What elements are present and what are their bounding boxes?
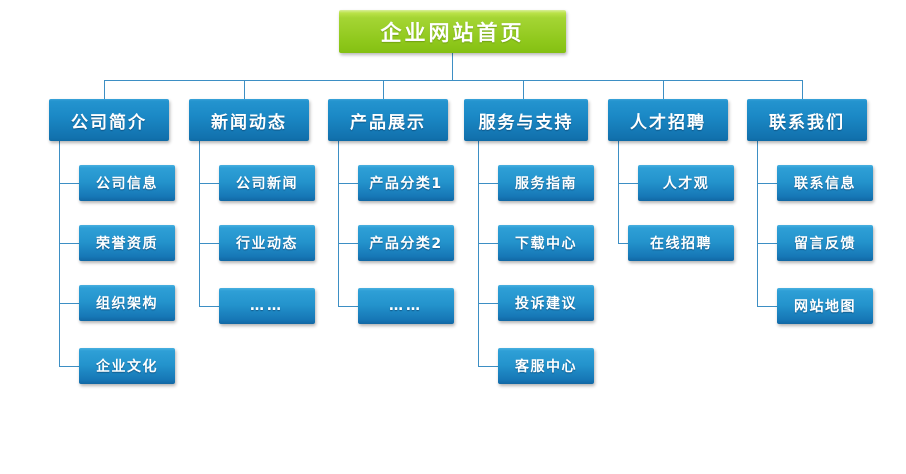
node-leaf-news-more[interactable]: …… [219, 288, 315, 324]
connector-level2-bus [104, 80, 802, 81]
connector-stub-1-2 [59, 243, 79, 244]
connector-stub-1-4 [59, 366, 79, 367]
connector-drop-6 [802, 80, 803, 100]
connector-stub-3-2 [338, 243, 358, 244]
connector-stub-1-1 [59, 183, 79, 184]
connector-spine-3 [338, 141, 339, 307]
connector-stub-6-1 [757, 183, 777, 184]
node-leaf-complaints[interactable]: 投诉建议 [498, 285, 594, 321]
connector-spine-1 [59, 141, 60, 367]
connector-drop-1 [104, 80, 105, 100]
connector-stub-6-3 [757, 306, 777, 307]
node-branch-contact[interactable]: 联系我们 [747, 99, 867, 141]
node-leaf-sitemap[interactable]: 网站地图 [777, 288, 873, 324]
connector-stub-4-3 [478, 303, 498, 304]
node-leaf-org-structure[interactable]: 组织架构 [79, 285, 175, 321]
connector-stub-4-4 [478, 366, 498, 367]
connector-spine-5 [618, 141, 619, 244]
connector-stub-2-3 [199, 306, 219, 307]
node-leaf-online-recruitment[interactable]: 在线招聘 [628, 225, 734, 261]
node-leaf-customer-service[interactable]: 客服中心 [498, 348, 594, 384]
connector-drop-4 [523, 80, 524, 100]
node-branch-news[interactable]: 新闻动态 [189, 99, 309, 141]
node-leaf-culture[interactable]: 企业文化 [79, 348, 175, 384]
connector-stub-4-1 [478, 183, 498, 184]
connector-stub-3-3 [338, 306, 358, 307]
node-leaf-company-news[interactable]: 公司新闻 [219, 165, 315, 201]
node-leaf-download-center[interactable]: 下载中心 [498, 225, 594, 261]
connector-stub-4-2 [478, 243, 498, 244]
node-leaf-honors[interactable]: 荣誉资质 [79, 225, 175, 261]
node-leaf-product-more[interactable]: …… [358, 288, 454, 324]
node-leaf-talent-philosophy[interactable]: 人才观 [638, 165, 734, 201]
connector-stub-1-3 [59, 303, 79, 304]
node-leaf-service-guide[interactable]: 服务指南 [498, 165, 594, 201]
node-leaf-product-category-2[interactable]: 产品分类2 [358, 225, 454, 261]
connector-stub-6-2 [757, 243, 777, 244]
connector-spine-6 [757, 141, 758, 307]
node-branch-company-profile[interactable]: 公司简介 [49, 99, 169, 141]
node-root[interactable]: 企业网站首页 [339, 10, 566, 53]
node-leaf-company-info[interactable]: 公司信息 [79, 165, 175, 201]
node-leaf-product-category-1[interactable]: 产品分类1 [358, 165, 454, 201]
node-leaf-industry-news[interactable]: 行业动态 [219, 225, 315, 261]
connector-stub-3-1 [338, 183, 358, 184]
node-leaf-feedback[interactable]: 留言反馈 [777, 225, 873, 261]
connector-root-stem [452, 52, 453, 80]
connector-stub-2-2 [199, 243, 219, 244]
connector-stub-2-1 [199, 183, 219, 184]
connector-stub-5-1 [618, 183, 638, 184]
node-leaf-contact-info[interactable]: 联系信息 [777, 165, 873, 201]
node-branch-recruitment[interactable]: 人才招聘 [608, 99, 728, 141]
connector-spine-4 [478, 141, 479, 367]
node-branch-service-support[interactable]: 服务与支持 [464, 99, 588, 141]
connector-drop-3 [383, 80, 384, 100]
node-branch-products[interactable]: 产品展示 [328, 99, 448, 141]
connector-drop-5 [663, 80, 664, 100]
connector-spine-2 [199, 141, 200, 307]
connector-drop-2 [244, 80, 245, 100]
